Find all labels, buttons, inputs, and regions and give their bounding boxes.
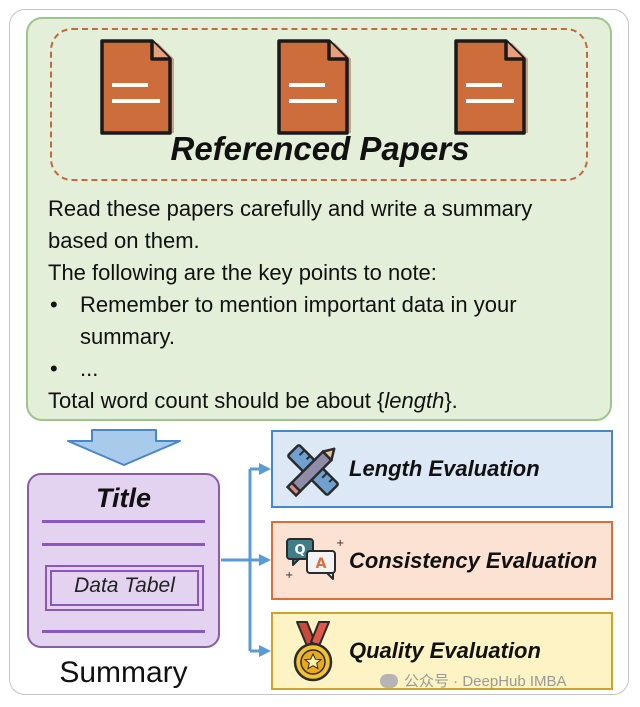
svg-text:+: + <box>336 538 344 549</box>
quality-evaluation-label: Quality Evaluation <box>349 638 541 663</box>
watermark-text: 公众号 · DeepHub IMBA <box>404 673 567 690</box>
summary-text-line <box>42 543 205 546</box>
svg-text:Q: Q <box>294 543 305 558</box>
prompt-line: based on them. <box>48 228 200 253</box>
word-count-prefix: Total word count should be about { <box>48 388 385 413</box>
data-table-inner-border <box>50 570 199 606</box>
medal-icon <box>293 621 333 682</box>
referenced-papers-box <box>50 28 588 181</box>
prompt-instructions: Read these papers carefully and write a … <box>48 193 608 417</box>
paper-document-icon <box>100 39 174 135</box>
referenced-papers-title: Referenced Papers <box>170 130 470 167</box>
data-table-box: Data Tabel <box>45 565 204 611</box>
summary-title: Title <box>95 483 151 513</box>
consistency-evaluation-label: Consistency Evaluation <box>349 547 598 573</box>
bullet-line: ... <box>80 356 99 381</box>
word-count-suffix: }. <box>444 388 458 413</box>
watermark: 公众号 · DeepHub IMBA <box>380 670 567 691</box>
bullet-item: Remember to mention important data in yo… <box>48 289 608 353</box>
quality-evaluation-box: Quality Evaluation <box>271 612 613 690</box>
word-count-line: Total word count should be about {length… <box>48 385 608 417</box>
consistency-evaluation-box: Q A + + Consistency Evaluation <box>271 521 613 600</box>
length-variable: length <box>384 388 445 413</box>
svg-text:A: A <box>316 556 327 572</box>
prompt-line: The following are the key points to note… <box>48 260 437 285</box>
summary-document <box>27 473 220 648</box>
ruler-pencil-icon <box>285 444 339 498</box>
summary-caption: Summary <box>59 656 188 689</box>
bullet-item: ... <box>48 353 608 385</box>
length-evaluation-label: Length Evaluation <box>349 456 540 481</box>
paper-document-icon <box>454 39 528 135</box>
prompt-line: Read these papers carefully and write a … <box>48 196 533 221</box>
wechat-icon <box>380 674 398 688</box>
data-table-label: Data Tabel <box>74 574 175 597</box>
paper-document-icon <box>277 39 351 135</box>
bullet-line: summary. <box>80 324 175 349</box>
length-evaluation-box: Length Evaluation <box>271 430 613 508</box>
summary-text-line <box>42 630 205 633</box>
qa-chat-icon: Q A + + <box>285 538 344 581</box>
svg-text:+: + <box>285 570 293 581</box>
down-arrow-icon <box>67 429 181 466</box>
bullet-line: Remember to mention important data in yo… <box>80 292 517 317</box>
summary-text-line <box>42 520 205 523</box>
